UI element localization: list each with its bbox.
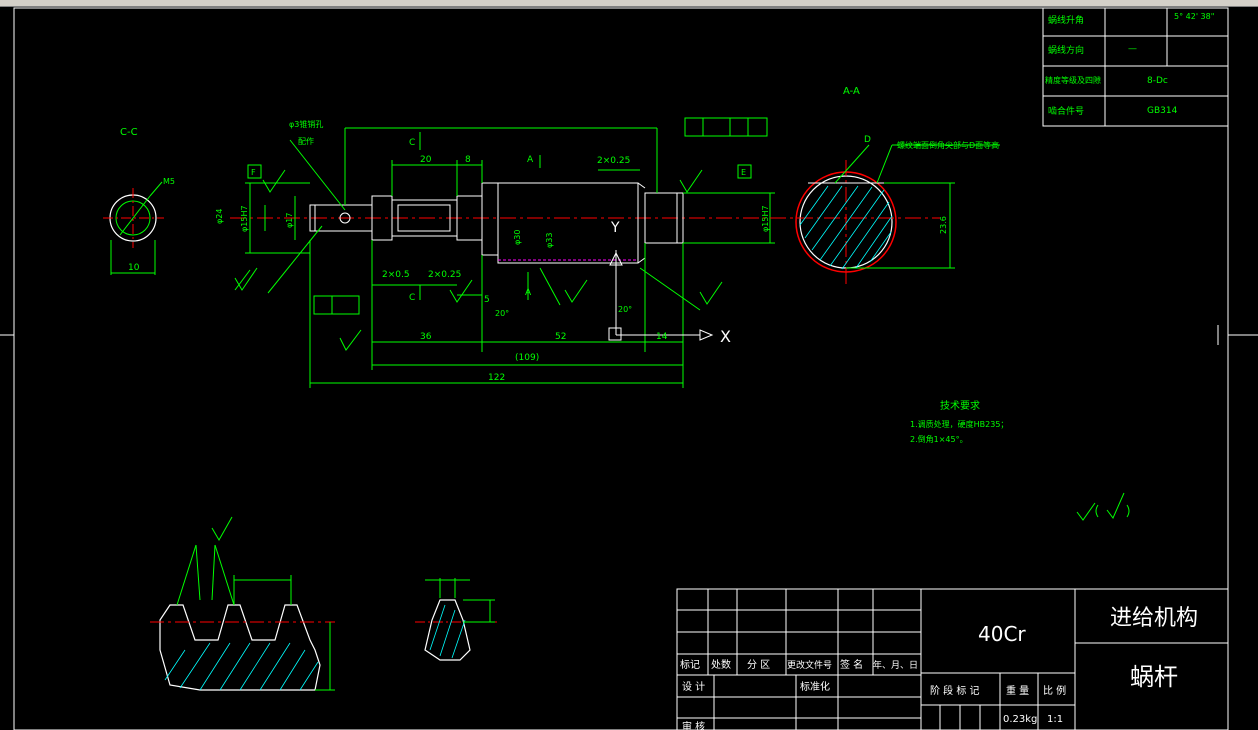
dim-5: 5	[484, 295, 490, 305]
tech-req-item-2: 2.倒角1×45°。	[910, 434, 968, 444]
section-aa-view	[770, 144, 1000, 285]
title-block-grid	[676, 588, 1229, 730]
drawing-frame	[13, 7, 1229, 730]
tb-standardize: 标准化	[800, 680, 830, 693]
axis-x-label: X	[720, 327, 731, 346]
dim-angle-20b: 20°	[618, 305, 632, 314]
dim-23-6: 23.6	[939, 216, 948, 234]
title-assembly-name: 进给机构	[1110, 606, 1198, 631]
tb-header-count: 处数	[711, 658, 731, 671]
dim-phi15-right: φ15H7	[761, 205, 770, 232]
tb-scale-label: 比 例	[1043, 684, 1066, 697]
dim-phi17: φ17	[285, 213, 294, 228]
param-value-direction: —	[1128, 44, 1137, 54]
tech-req-title: 技术要求	[940, 399, 980, 412]
note-pin-hole-fit: 配作	[298, 136, 314, 146]
param-value-mating-part: GB314	[1147, 106, 1178, 116]
dim-10: 10	[128, 263, 140, 273]
section-aa-title: A-A	[843, 86, 860, 97]
dim-122: 122	[488, 373, 505, 383]
param-label-lead-angle: 蜗线升角	[1048, 14, 1084, 26]
normal-tooth-profile	[415, 578, 500, 661]
dim-phi33: φ33	[545, 233, 554, 248]
dim-chamfer-2: 2×0.25	[428, 270, 461, 280]
param-label-direction: 蜗线方向	[1048, 44, 1084, 56]
tb-header-change-doc: 更改文件号	[787, 659, 832, 671]
param-label-accuracy: 精度等级及四隙	[1045, 75, 1101, 85]
dim-109: (109)	[515, 353, 539, 363]
dim-14: 14	[656, 332, 668, 342]
dim-phi24: φ24	[215, 209, 224, 224]
param-value-accuracy: 8-Dc	[1147, 76, 1168, 86]
tb-weight-value: 0.23kg	[1003, 714, 1037, 725]
tb-design: 设 计	[682, 680, 705, 693]
dim-chamfer-top: 2×0.25	[597, 156, 630, 166]
section-cc-view	[103, 181, 164, 275]
tb-scale-value: 1:1	[1047, 714, 1063, 725]
note-pin-hole: φ3锥销孔	[289, 119, 323, 129]
dim-36: 36	[420, 332, 432, 342]
tb-header-signature: 签 名	[840, 658, 863, 671]
dim-m5: M5	[163, 177, 175, 186]
tb-approve: 审 核	[682, 720, 705, 730]
tech-req-item-1: 1.调质处理，硬度HB235；	[910, 419, 1008, 429]
mark-a-top: A	[527, 155, 534, 165]
worm-shaft-main-view	[230, 117, 790, 388]
title-part-name: 蜗杆	[1130, 663, 1178, 691]
dim-phi30: φ30	[513, 230, 522, 245]
tb-header-date: 年、月、日	[873, 659, 918, 671]
param-value-lead-angle: 5° 42' 38"	[1174, 12, 1214, 21]
dim-phi15-left: φ15H7	[240, 205, 249, 232]
axial-tooth-profile	[150, 516, 335, 691]
note-thread-chamfer: 螺纹端面倒角尖部与D面等高	[897, 140, 999, 150]
datum-f: F	[251, 168, 256, 177]
window-top-bar	[0, 0, 1258, 7]
tb-stage-label: 阶 段 标 记	[930, 684, 980, 697]
datum-e: E	[741, 168, 746, 177]
dim-chamfer-1: 2×0.5	[382, 270, 410, 280]
tb-header-mark: 标记	[680, 659, 700, 671]
tb-weight-label: 重 量	[1006, 684, 1029, 697]
general-roughness-symbol	[1076, 492, 1130, 521]
dim-8: 8	[465, 155, 471, 165]
section-cc-title: C-C	[120, 127, 138, 138]
mark-c-bottom: C	[409, 293, 415, 303]
param-label-mating-part: 啮合件号	[1048, 105, 1084, 117]
axis-y-label: Y	[610, 220, 620, 236]
dim-angle-20a: 20°	[495, 309, 509, 318]
param-table	[1042, 7, 1229, 127]
title-material: 40Cr	[978, 622, 1026, 646]
mark-c-top: C	[409, 138, 415, 148]
label-d-surface: D	[864, 135, 871, 145]
dim-52: 52	[555, 332, 566, 342]
tb-header-zone: 分 区	[747, 659, 770, 671]
dim-20-groove: 20	[420, 155, 432, 165]
mark-a-bottom: A	[525, 288, 532, 298]
